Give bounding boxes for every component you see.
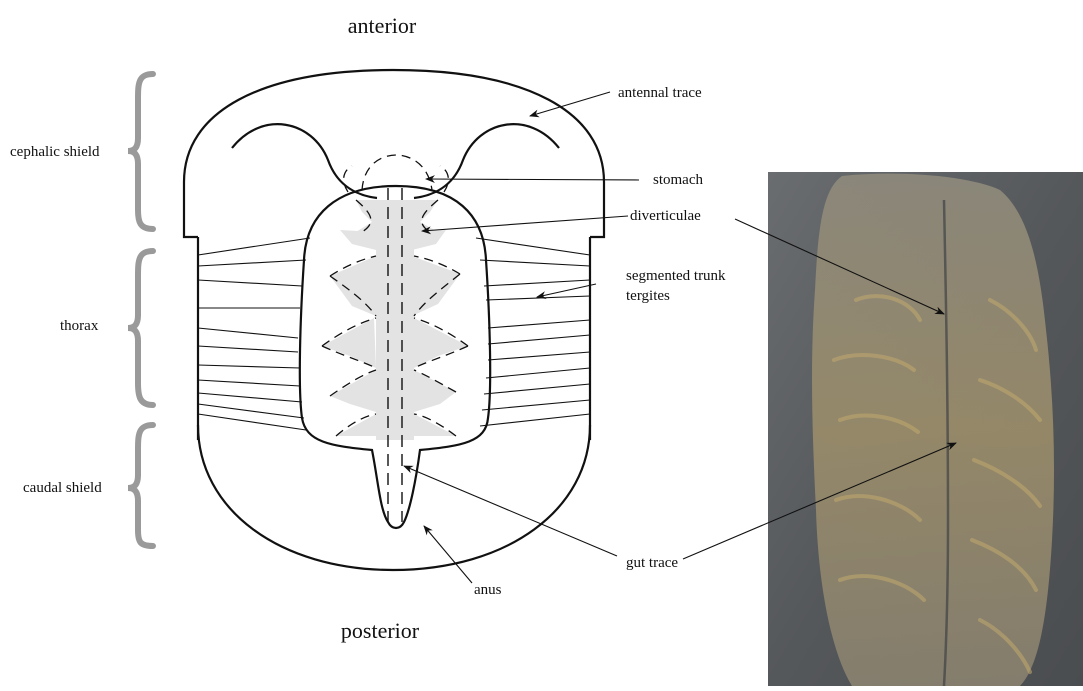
tergite-line — [198, 365, 300, 368]
central-gut-fill — [376, 200, 414, 440]
tergite-line — [198, 346, 298, 352]
tergite-line — [484, 384, 590, 394]
tergite-line — [198, 238, 310, 255]
caudal-brace — [128, 425, 153, 546]
diverticulae — [322, 200, 468, 440]
tergite-line — [198, 380, 300, 386]
tergite-line — [482, 400, 590, 410]
gut-trace-label: gut trace — [626, 555, 678, 571]
thorax-label: thorax — [60, 318, 99, 334]
antennal-trace-label: antennal trace — [618, 85, 702, 101]
tergite-line — [476, 238, 590, 255]
tergite-line — [480, 260, 590, 266]
thorax-brace — [128, 251, 153, 405]
stomach-arrow — [426, 179, 639, 180]
region-braces — [128, 74, 153, 546]
tergites-label-line2: tergites — [626, 288, 670, 304]
anus-label: anus — [474, 582, 502, 598]
anus-arrow — [424, 526, 472, 583]
tergite-line — [486, 368, 590, 378]
tergite-line — [480, 414, 590, 426]
cephalic-brace — [128, 74, 153, 229]
stomach-label: stomach — [653, 172, 703, 188]
tergite-line — [198, 280, 302, 286]
tergites-arrow — [537, 284, 596, 297]
diverticulae-arrow — [422, 216, 628, 231]
tergite-line — [484, 280, 590, 286]
tergites-label-line1: segmented trunk — [626, 268, 726, 284]
tergite-line — [198, 260, 306, 266]
tergite-line — [198, 328, 298, 338]
posterior-label: posterior — [341, 618, 420, 643]
diverticulae-label: diverticulae — [630, 208, 701, 224]
caudal-shield-label: caudal shield — [23, 480, 102, 496]
tergite-line — [488, 335, 590, 344]
caudal-shield-outline — [198, 425, 590, 570]
gut-trace-arrow — [404, 466, 617, 556]
fossil-photo — [768, 172, 1083, 686]
cephalic-shield-label: cephalic shield — [10, 144, 100, 160]
anterior-label: anterior — [348, 13, 417, 38]
tergite-line — [198, 393, 302, 402]
tergite-line — [488, 320, 590, 328]
fossil-body — [812, 174, 1054, 686]
right-antennal-trace — [414, 124, 559, 198]
tergite-line — [488, 352, 590, 360]
left-antennal-trace — [232, 124, 377, 198]
